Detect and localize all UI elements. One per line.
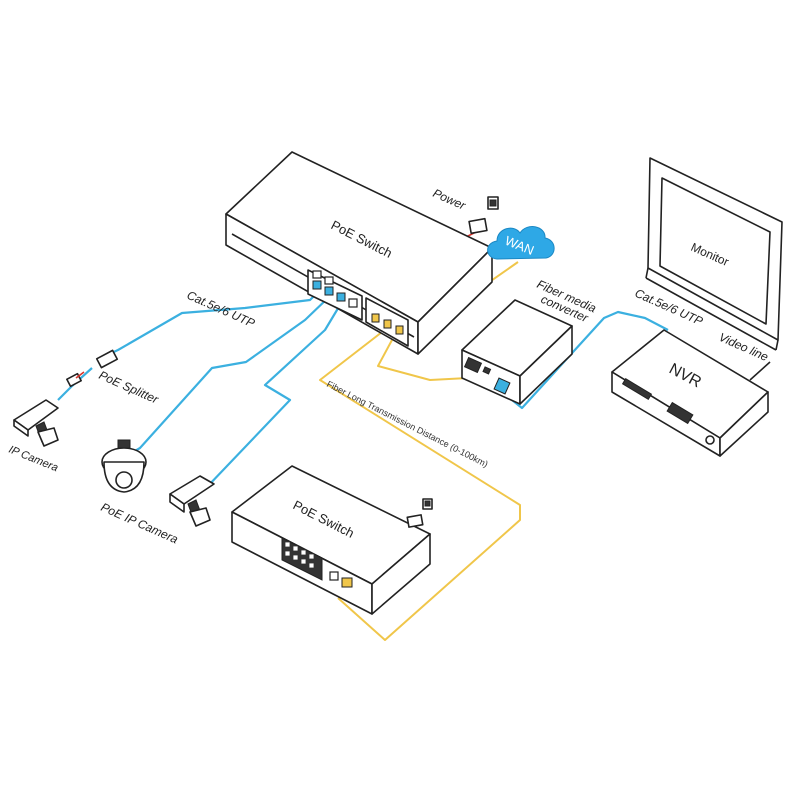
power-label: Power [431,186,469,213]
bottom-port-3 [300,549,307,556]
bottom-port-2 [292,545,299,552]
poe-port-4 [348,298,358,308]
nvr-button-panel [666,401,694,425]
power-adapter-bottom [406,498,433,528]
video-line-cable [749,361,771,381]
cat-cable-to-bullet-camera [205,299,344,489]
splitter-icon [95,349,119,369]
fiber-media-converter: Fiber media converter [461,277,599,405]
bottom-port-8 [308,562,315,569]
cat-cable-to-splitter [104,291,319,357]
cat-cable-left-label: Cat.5e/6 UTP [185,288,257,330]
power-adapter-icon [468,217,488,235]
bullet-camera [169,475,215,527]
poe-ip-camera-label: PoE IP Camera [99,500,181,547]
power-adapter-icon-2 [406,514,424,528]
fiber-distance-label: Fiber Long Transmission Distance (0-100k… [325,379,490,469]
bottom-port-5 [284,550,291,557]
bottom-uplink-fiber [341,577,353,588]
uplink-port-2 [383,319,392,329]
poe-port-1 [312,280,322,290]
nvr-power-button [705,435,715,445]
poe-splitter-label: PoE Splitter [97,368,161,407]
uplink-port-3 [395,325,404,335]
wan-cloud: WAN [487,226,555,260]
poe-switch-bottom: PoE Switch [231,465,431,615]
dome-camera [101,439,147,493]
poe-port-6 [324,276,334,285]
bottom-port-4 [308,553,315,560]
ip-camera: IP Camera [7,399,60,475]
monitor: Monitor [645,157,783,351]
bottom-uplink-rj45 [329,571,339,581]
cat-cable-to-dome-camera [129,295,331,455]
nvr-drive-slot [621,378,653,400]
poe-port-5 [312,270,322,279]
nvr: NVR [611,329,769,457]
bottom-port-6 [292,554,299,561]
converter-rj45-port [463,356,483,374]
fiber-to-media-converter [377,339,469,381]
poe-port-3 [336,292,346,302]
uplink-port-1 [371,313,380,323]
video-line-label: Video line [717,330,771,364]
poe-port-2 [324,286,334,296]
converter-fiber-port [493,377,511,395]
wan-cloud-icon [487,226,555,260]
poe-switch-top: PoE Switch [225,151,493,355]
ip-camera-label: IP Camera [7,444,60,475]
cat-cable-to-nvr [501,310,669,410]
fiber-long-transmission [319,331,521,641]
bottom-port-1 [284,541,291,548]
bottom-port-7 [300,558,307,565]
